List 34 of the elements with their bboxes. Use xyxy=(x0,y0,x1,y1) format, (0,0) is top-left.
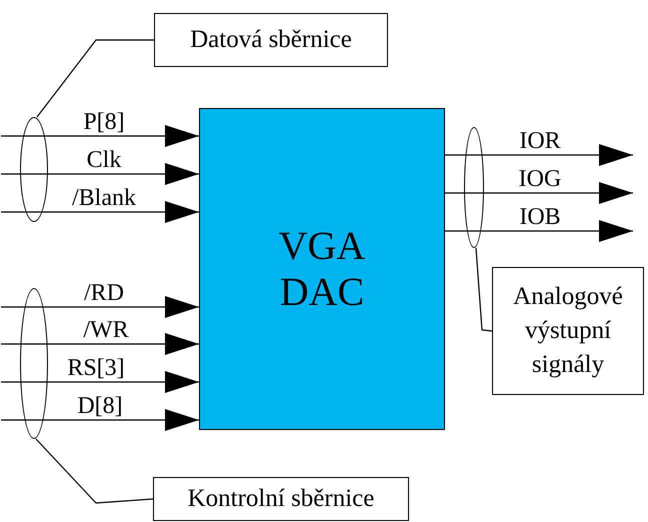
bus-ellipse xyxy=(464,127,484,248)
signal-label: /Blank xyxy=(72,186,136,210)
signal-arrow xyxy=(1,296,199,318)
callout-label: Kontrolní sběrnice xyxy=(188,485,374,513)
bus-ellipse xyxy=(20,288,48,439)
signal-label: /RD xyxy=(84,281,124,305)
callout-label: Datová sběrnice xyxy=(190,26,352,54)
leader-line xyxy=(36,438,154,504)
leader-line xyxy=(475,248,492,332)
signal-label: RS[3] xyxy=(67,356,125,380)
callout-box xyxy=(153,477,409,521)
block-label: VGA DAC xyxy=(278,223,366,315)
leader-line xyxy=(36,39,154,118)
signal-arrow xyxy=(1,409,199,431)
signal-label: P[8] xyxy=(83,110,125,134)
signal-arrow xyxy=(1,371,199,393)
bus-ellipse xyxy=(20,117,48,222)
dac-block xyxy=(199,108,445,430)
callout-box xyxy=(492,267,644,395)
signal-arrow xyxy=(1,125,199,147)
signal-arrow xyxy=(445,144,633,166)
signal-arrow xyxy=(1,163,199,185)
signal-arrow xyxy=(445,182,633,204)
signal-label: IOR xyxy=(519,129,561,153)
signal-arrow xyxy=(1,201,199,223)
callout-box xyxy=(154,13,388,67)
signal-arrow xyxy=(1,333,199,355)
signal-label: D[8] xyxy=(77,394,123,418)
signal-label: Clk xyxy=(86,148,122,172)
callout-label: Analogové výstupní signály xyxy=(512,282,624,380)
signal-label: /WR xyxy=(83,318,129,342)
signal-label: IOB xyxy=(519,205,561,229)
signal-arrow xyxy=(445,220,633,242)
signal-label: IOG xyxy=(518,167,562,191)
